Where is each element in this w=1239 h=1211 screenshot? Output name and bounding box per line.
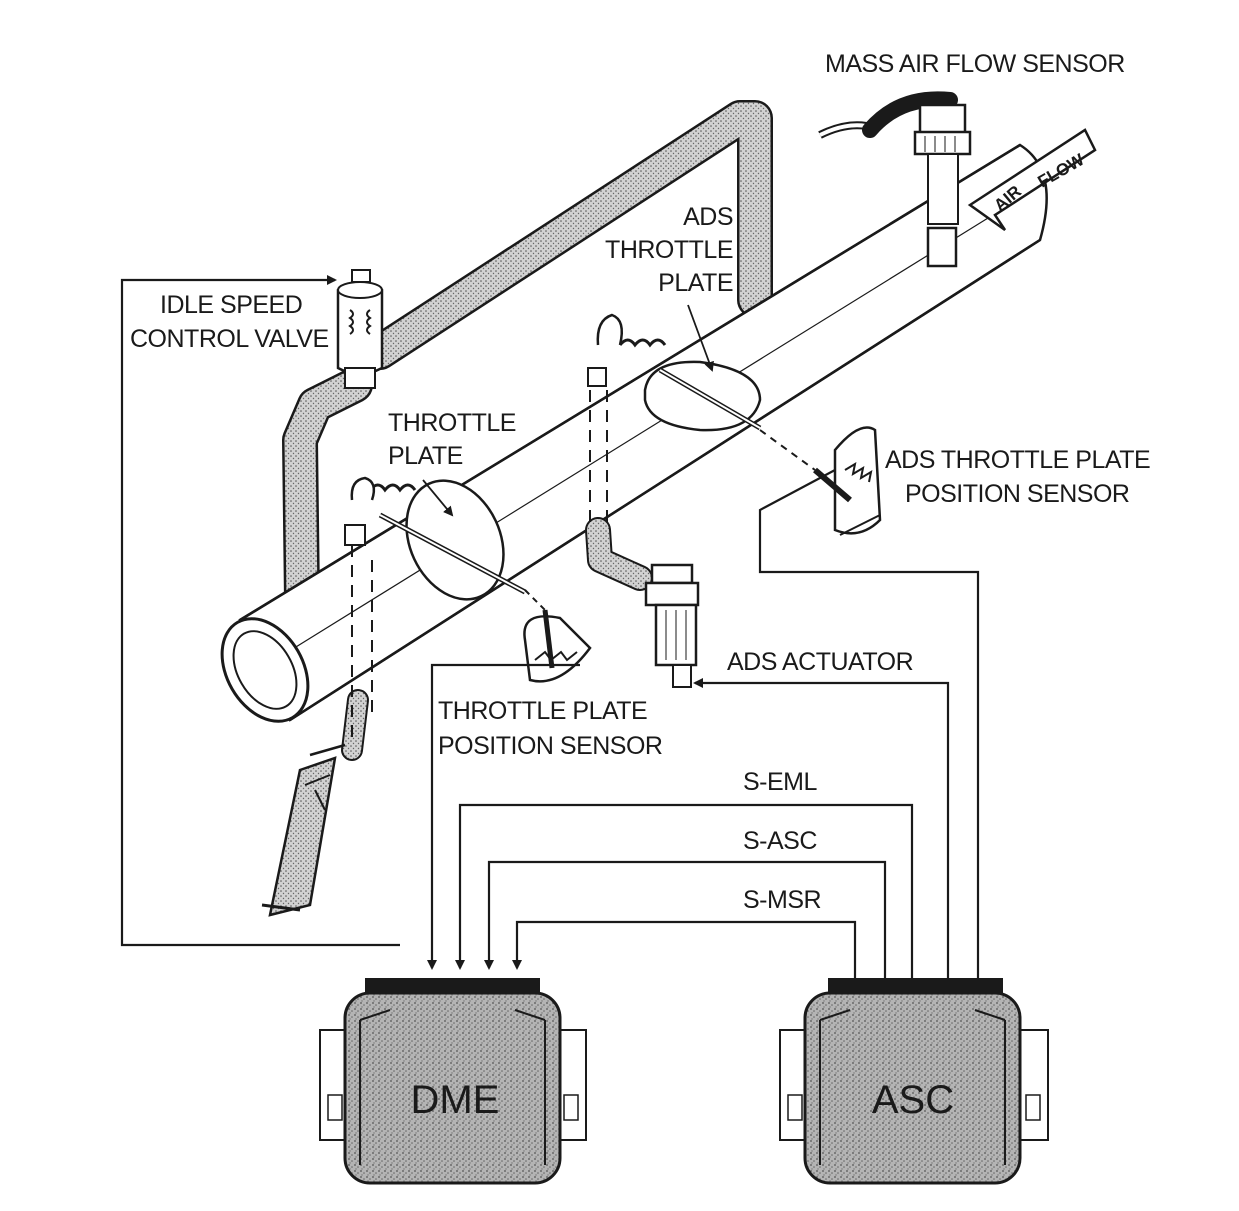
intake-pipe bbox=[220, 143, 1048, 723]
ads-throttle-plate-label-1: ADS bbox=[683, 203, 733, 231]
mass-air-flow-sensor bbox=[818, 91, 972, 268]
ads-tps-label-1: ADS THROTTLE PLATE bbox=[885, 446, 1150, 474]
idle-speed-control-valve bbox=[336, 269, 384, 389]
throttle-cable-hose bbox=[341, 689, 369, 761]
pipe-inlet-opening bbox=[220, 617, 310, 723]
tps-label-1: THROTTLE PLATE bbox=[438, 697, 647, 725]
throttle-plate-position-sensor bbox=[523, 589, 592, 683]
ads-throttle-plate-position-sensor bbox=[759, 426, 882, 536]
ads-actuator bbox=[585, 517, 700, 688]
asc-module: ASC bbox=[779, 978, 1049, 1185]
throttle-plate-label-1: THROTTLE bbox=[388, 409, 516, 437]
bypass-hose-lower bbox=[282, 367, 373, 618]
s-asc-label: S-ASC bbox=[743, 827, 817, 855]
ads-tps-label-2: POSITION SENSOR bbox=[905, 480, 1129, 508]
wiring bbox=[120, 275, 980, 978]
accelerator-pedal bbox=[261, 743, 346, 917]
s-msr-label: S-MSR bbox=[743, 886, 821, 914]
mass-air-flow-sensor-label: MASS AIR FLOW SENSOR bbox=[825, 50, 1125, 78]
ads-actuator-label: ADS ACTUATOR bbox=[727, 648, 913, 676]
throttle-plate-label-2: PLATE bbox=[388, 442, 463, 470]
bypass-hose-upper bbox=[362, 100, 773, 370]
idle-speed-control-valve-label-2: CONTROL VALVE bbox=[130, 325, 329, 353]
asc-label: ASC bbox=[872, 1078, 954, 1122]
s-eml-label: S-EML bbox=[743, 768, 818, 796]
throttle-plate bbox=[344, 476, 527, 601]
ads-throttle-plate bbox=[587, 313, 762, 432]
ads-throttle-plate-label-3: PLATE bbox=[658, 269, 733, 297]
idle-speed-control-valve-label-1: IDLE SPEED bbox=[160, 291, 302, 319]
dme-module: DME bbox=[319, 978, 587, 1185]
throttle-plate-pointer bbox=[422, 479, 454, 517]
dme-label: DME bbox=[411, 1078, 500, 1122]
tps-label-2: POSITION SENSOR bbox=[438, 732, 662, 760]
ads-throttle-plate-label-2: THROTTLE bbox=[605, 236, 733, 264]
ads-throttle-plate-pointer bbox=[687, 304, 714, 372]
